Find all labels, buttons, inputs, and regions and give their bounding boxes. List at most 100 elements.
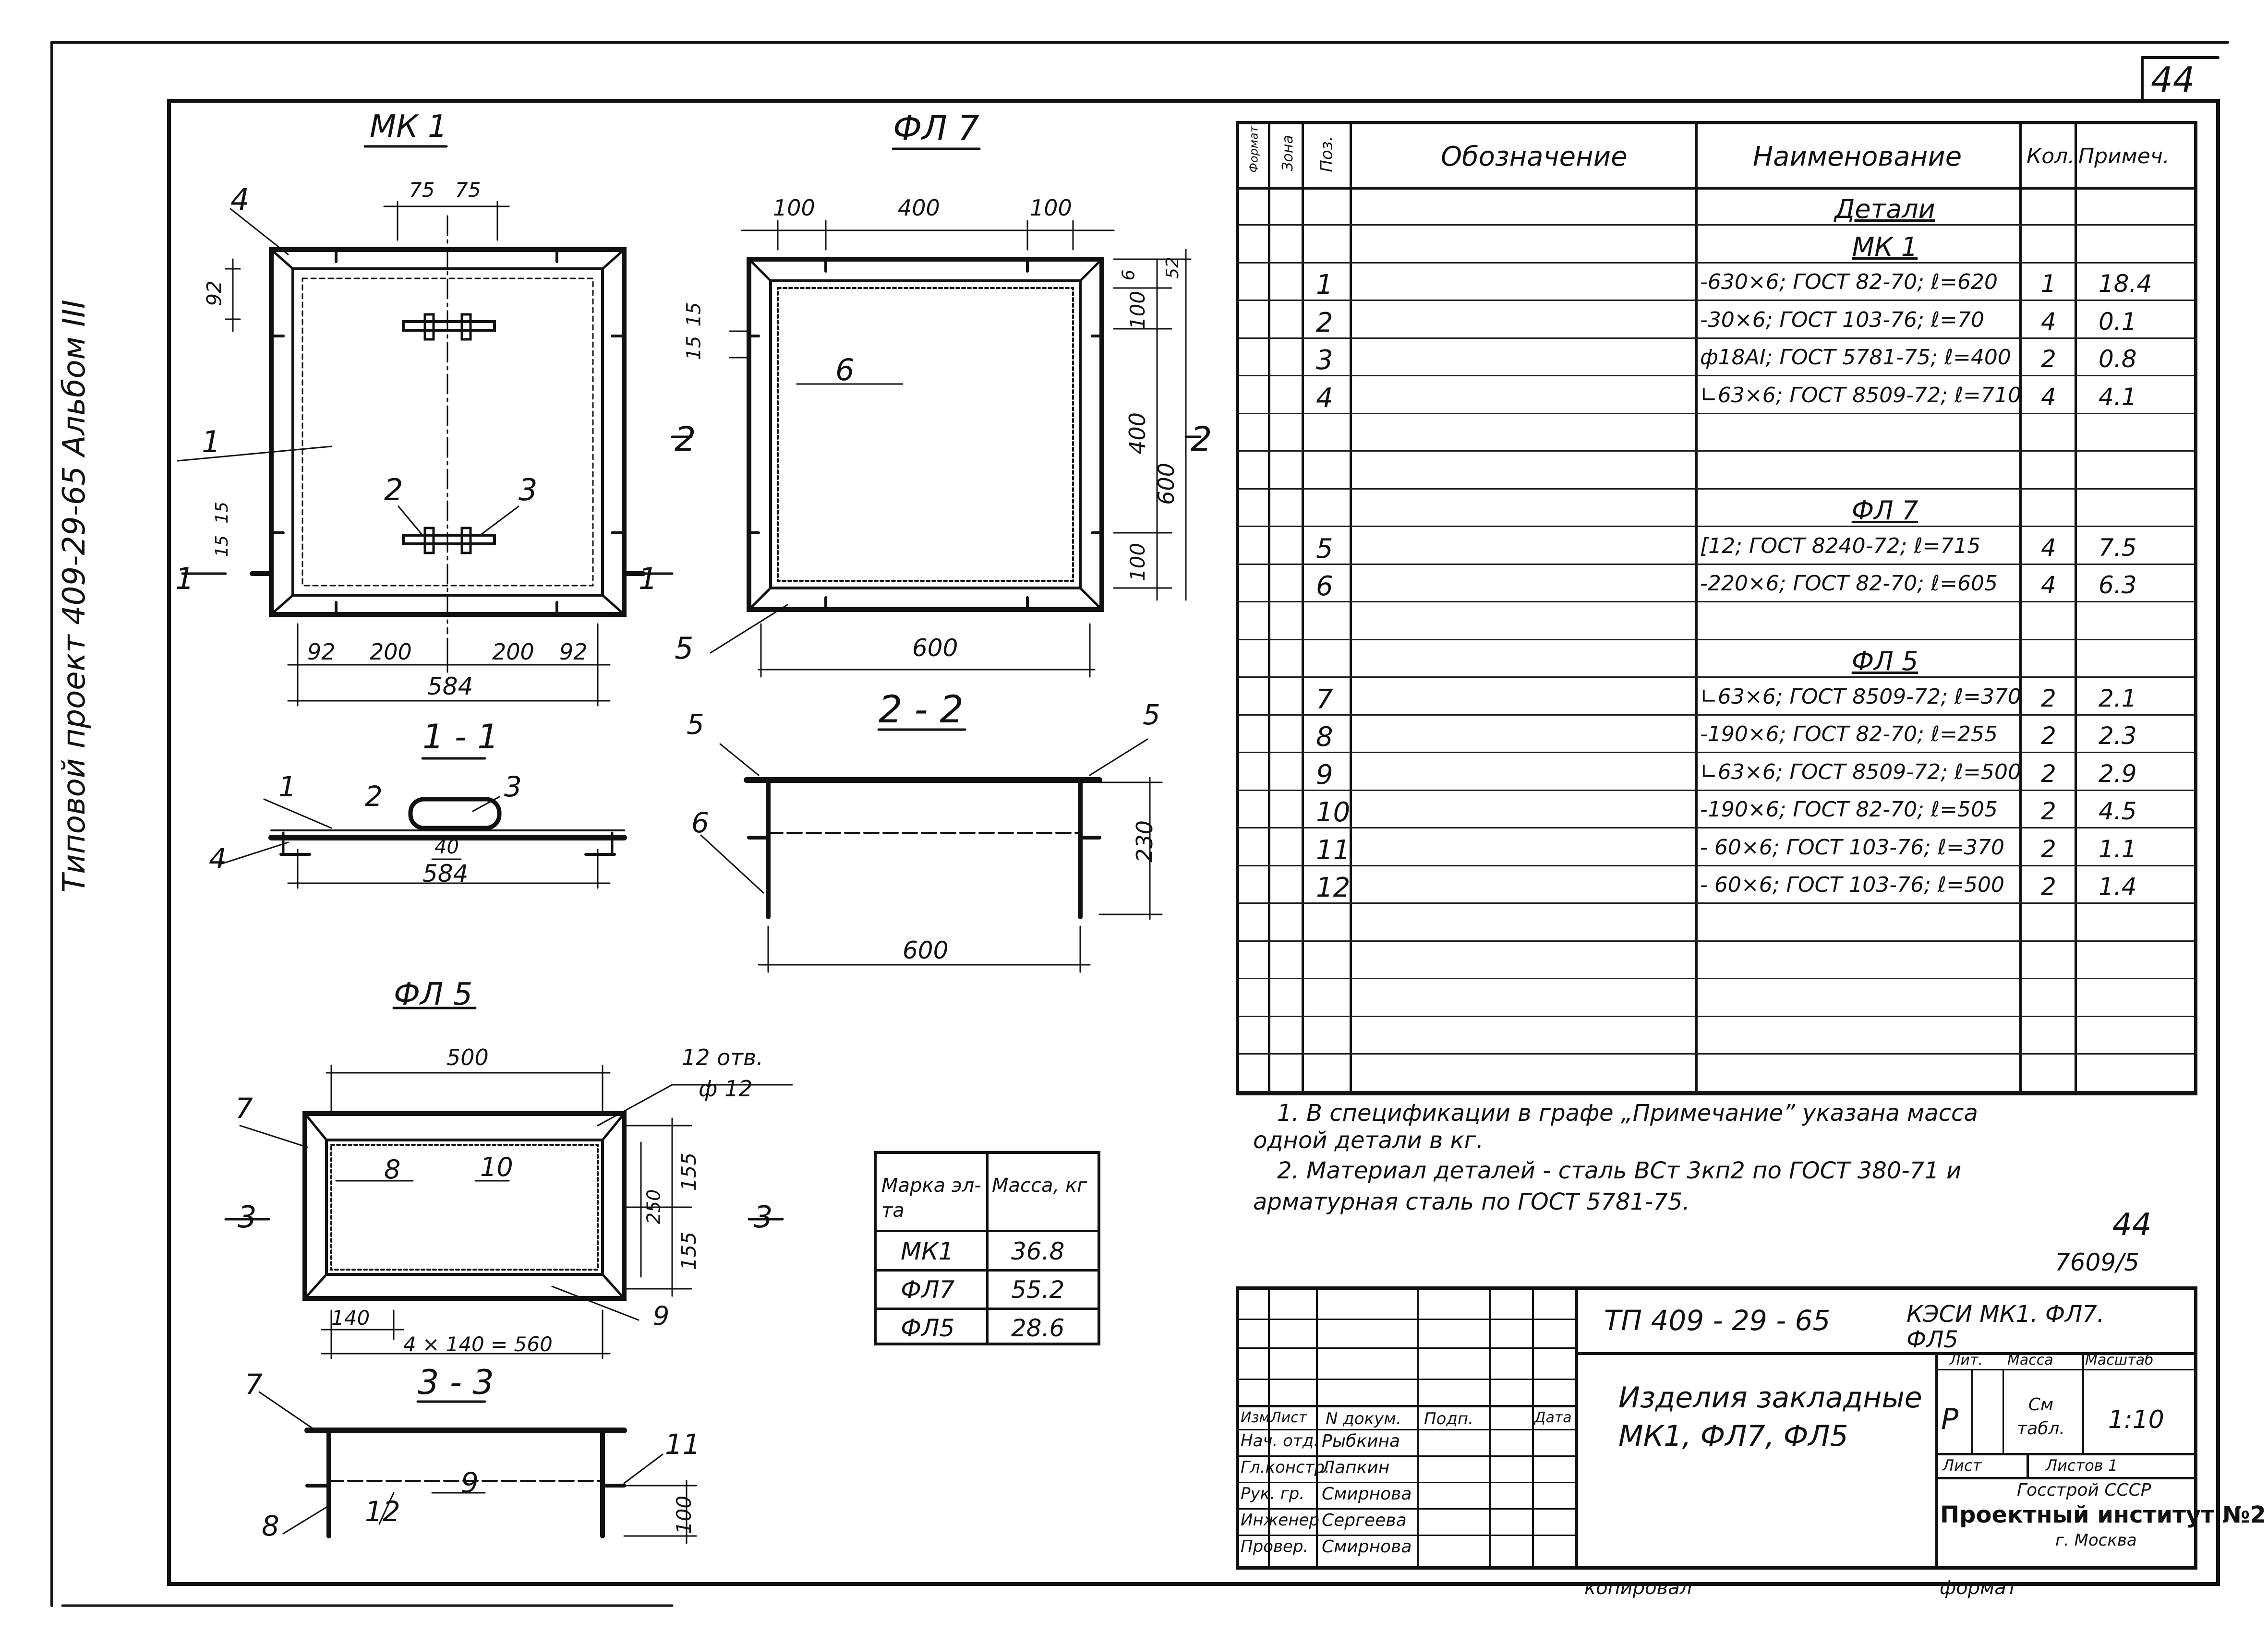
mk1-dim: 92 [559,639,588,665]
mk1-dim: 200 [370,639,412,665]
fl5-callout: 7 [235,1092,253,1125]
sec22-callout: 5 [1143,698,1160,731]
mass-table-header: Масса, кг [992,1175,1087,1197]
mk1-callout: 4 [230,182,250,217]
sec22-dim: 600 [903,936,949,964]
mk1-dim: 15 [212,535,232,557]
fl5-dim: 500 [446,1044,489,1070]
mk1-dim: 92 [307,639,336,665]
spec-pos: 1 [1316,269,1333,300]
spec-name: ∟63×6; ГОСТ 8509-72; ℓ=370 [1700,684,2021,709]
spec-pos: 5 [1316,533,1333,564]
section-3-3-drawing [258,1391,697,1544]
mk1-plan-drawing [177,201,674,707]
spec-pos: 8 [1316,721,1333,753]
fl7-dim: 52 [1162,257,1182,279]
fl5-section-mark: 3 [754,1200,773,1235]
fl7-dim: 600 [912,634,958,662]
spec-section-heading: МК 1 [1852,231,1918,262]
spec-pos: 9 [1316,759,1333,791]
fl5-dim: 140 [331,1306,370,1330]
spec-name: ∟63×6; ГОСТ 8509-72; ℓ=710 [1700,383,2021,408]
stamp-mass: См табл. [2017,1395,2065,1439]
mass-table-header: Марка эл-та [881,1175,981,1222]
note-line: 1. В спецификации в графе „Примечание” у… [1277,1100,1978,1127]
stamp-head-label: Лист [1270,1409,1307,1426]
fl7-dim: 100 [773,195,815,221]
mass-table-cell: ФЛ7 [901,1276,955,1304]
spec-pos: 7 [1316,684,1333,715]
spec-note: 6.3 [2099,571,2137,599]
sec11-callout: 2 [365,780,383,813]
sec33-callout: 11 [665,1428,700,1461]
fl7-section-mark: 2 [1191,420,1212,459]
fl7-dim: 100 [1126,290,1150,330]
fl5-callout: 9 [653,1301,670,1331]
spec-note: 7.5 [2099,533,2137,562]
mk1-callout: 3 [519,472,538,507]
mk1-dim: 75 [409,178,435,202]
stamp-lit: Р [1941,1403,1959,1436]
mass-table-cell: ФЛ5 [901,1314,955,1342]
spec-pos: 12 [1316,872,1351,903]
fl5-dim: 12 отв. [682,1044,763,1070]
fl7-section-mark: 2 [675,420,696,459]
spec-qty: 2 [2041,345,2056,373]
fl7-dim: 15 [683,336,705,360]
spec-name: - 60×6; ГОСТ 103-76; ℓ=500 [1700,873,2004,897]
spec-qty: 1 [2041,270,2056,298]
fl7-dim: 6 [1119,269,1139,281]
stamp-head-label: Изм. [1241,1409,1275,1426]
fl7-dim: 15 [683,302,705,327]
note-line: одной детали в кг. [1253,1127,1484,1154]
spec-section-heading: ФЛ 7 [1851,495,1918,526]
mk1-dim: 584 [427,672,473,700]
fl5-dim: 155 [677,1231,701,1271]
spec-note: 18.4 [2099,270,2152,298]
stamp-product: Изделия закладные [1618,1381,1922,1415]
mass-table-cell: 55.2 [1011,1276,1065,1304]
mk1-title: МК 1 [370,109,447,144]
mk1-dim: 200 [492,639,534,665]
stamp-person-name: Рыбкина [1322,1431,1400,1451]
sec11-dim: 584 [422,860,469,888]
spec-pos: 4 [1316,382,1333,414]
fl5-callout: 10 [480,1152,513,1182]
stamp-org1: Госстрой СССР [2017,1480,2151,1500]
title-block: ТП 409 - 29 - 65 КЭСИ МК1. ФЛ7. ФЛ5 Изм.… [1236,1286,2266,1570]
sec22-title: 2 - 2 [879,688,964,732]
spec-note: 0.8 [2099,345,2137,373]
spec-name: -30×6; ГОСТ 103-76; ℓ=70 [1700,307,1984,332]
spec-header-note: Примеч. [2078,144,2170,168]
fl5-dim: 4 × 140 = 560 [403,1332,553,1356]
spec-header-format: Формат [1247,126,1261,173]
spec-name: -190×6; ГОСТ 82-70; ℓ=255 [1700,722,1998,746]
spec-header-zone: Зона [1279,135,1296,171]
spec-qty: 4 [2041,383,2056,411]
sec33-callout: 9 [461,1466,479,1499]
spec-name: ∟63×6; ГОСТ 8509-72; ℓ=500 [1700,759,2021,784]
sec11-callout: 1 [278,770,296,803]
spec-qty: 4 [2041,571,2056,599]
fl5-callout: 8 [384,1154,401,1185]
spec-qty: 2 [2041,873,2056,900]
fl7-dim: 600 [1153,463,1179,505]
fl5-plan-drawing [224,1065,793,1359]
spec-pos: 3 [1316,345,1333,376]
mass-table-cell: МК1 [901,1237,954,1265]
fl5-title: ФЛ 5 [394,977,473,1012]
fl7-dim: 100 [1126,542,1150,582]
fl5-section-mark: 3 [238,1200,257,1235]
spec-name: [12; ГОСТ 8240-72; ℓ=715 [1700,533,1981,558]
fl5-dim: 155 [677,1152,701,1191]
stamp-role: Провер. [1241,1537,1309,1556]
spec-qty: 2 [2041,759,2056,788]
sec33-callout: 12 [365,1495,400,1528]
spec-section-heading: Детали [1834,194,1935,224]
spec-header-designation: Обозначение [1441,141,1628,172]
spec-note: 4.1 [2099,383,2137,411]
note-line: 2. Материал деталей - сталь ВСт 3кп2 по … [1277,1157,1962,1184]
mass-table-cell: 28.6 [1011,1314,1065,1342]
spec-header-pos: Поз. [1317,136,1337,172]
